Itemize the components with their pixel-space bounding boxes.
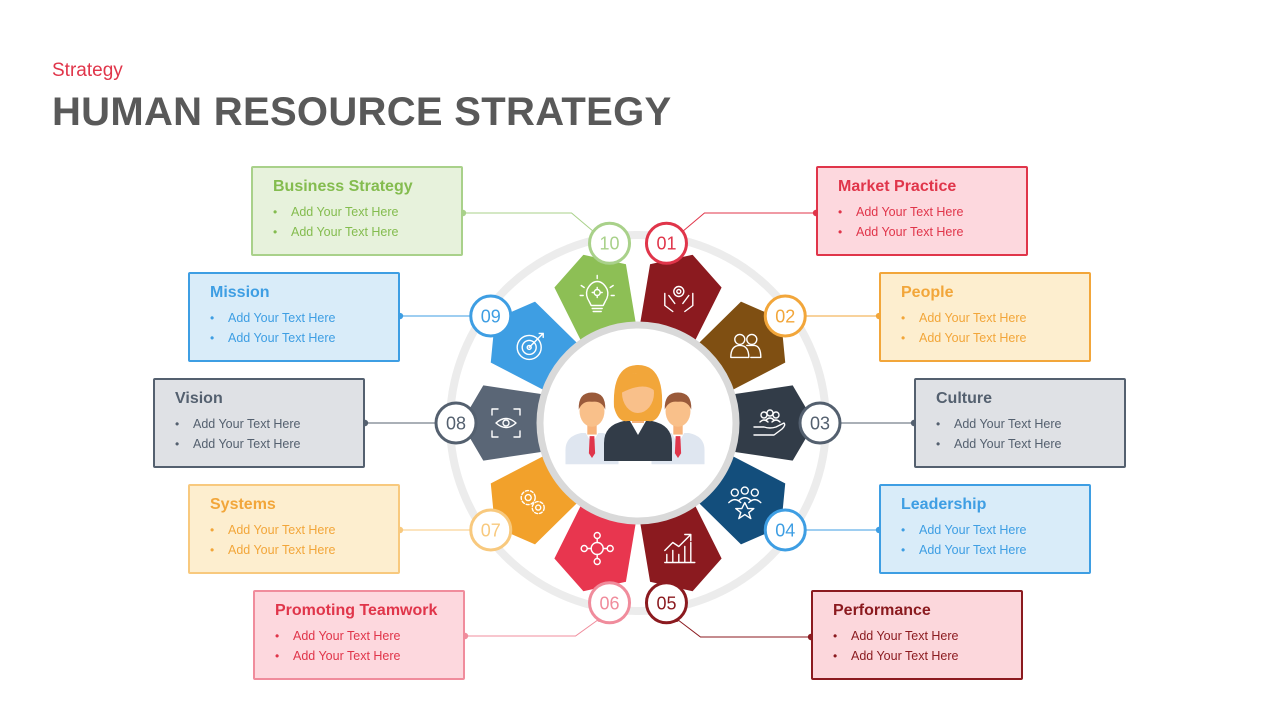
badge-number: 08: [446, 414, 466, 434]
bullet-item: Add Your Text Here: [210, 308, 398, 328]
bullet-item: Add Your Text Here: [273, 222, 461, 242]
badge-number: 01: [656, 234, 676, 254]
connector-06: [465, 618, 600, 637]
card-title: Mission: [210, 284, 270, 301]
card-bullets: Add Your Text HereAdd Your Text Here: [275, 626, 463, 666]
lightbulb-icon: [579, 274, 615, 313]
badge-08: [434, 401, 478, 445]
slide-subtitle: Strategy: [52, 60, 123, 81]
bullet-item: Add Your Text Here: [901, 520, 1089, 540]
people-icon: [730, 333, 762, 359]
card-bullets: Add Your Text HereAdd Your Text Here: [210, 308, 398, 348]
connector-10: [463, 212, 596, 234]
badge-number: 02: [775, 307, 795, 327]
bullet-item: Add Your Text Here: [936, 414, 1124, 434]
badge-09: [469, 294, 513, 338]
card-title: Promoting Teamwork: [275, 602, 438, 619]
card-bullets: Add Your Text HereAdd Your Text Here: [901, 520, 1089, 560]
card-04: LeadershipAdd Your Text HereAdd Your Tex…: [879, 484, 1091, 574]
bullet-item: Add Your Text Here: [273, 202, 461, 222]
bullet-item: Add Your Text Here: [901, 540, 1089, 560]
card-title: People: [901, 284, 954, 301]
eye-focus-icon: [491, 408, 521, 438]
bullet-item: Add Your Text Here: [175, 434, 363, 454]
card-bullets: Add Your Text HereAdd Your Text Here: [210, 520, 398, 560]
bullet-item: Add Your Text Here: [275, 646, 463, 666]
badge-07: [469, 508, 513, 552]
card-title: Culture: [936, 390, 992, 407]
slide-title: HUMAN RESOURCE STRATEGY: [52, 90, 672, 134]
card-bullets: Add Your Text HereAdd Your Text Here: [901, 308, 1089, 348]
bullet-item: Add Your Text Here: [210, 520, 398, 540]
badge-04: [763, 508, 807, 552]
badge-05: [644, 581, 688, 625]
badge-10: [588, 221, 632, 265]
badge-number: 03: [810, 414, 830, 434]
bullet-item: Add Your Text Here: [936, 434, 1124, 454]
growth-chart-icon: [664, 533, 696, 564]
bullet-item: Add Your Text Here: [210, 540, 398, 560]
team-people-icon: [565, 365, 705, 465]
badge-06: [588, 581, 632, 625]
card-title: Vision: [175, 390, 223, 407]
card-02: PeopleAdd Your Text HereAdd Your Text He…: [879, 272, 1091, 362]
hands-gear-icon: [664, 285, 694, 313]
badge-03: [798, 401, 842, 445]
card-bullets: Add Your Text HereAdd Your Text Here: [936, 414, 1124, 454]
card-title: Systems: [210, 496, 276, 513]
badge-number: 04: [775, 520, 795, 540]
badge-01: [644, 221, 688, 265]
card-title: Leadership: [901, 496, 987, 513]
gears-icon: [520, 489, 545, 515]
card-10: Business StrategyAdd Your Text HereAdd Y…: [251, 166, 463, 256]
badge-number: 07: [481, 520, 501, 540]
card-06: Promoting TeamworkAdd Your Text HereAdd …: [253, 590, 465, 680]
bullet-item: Add Your Text Here: [901, 308, 1089, 328]
hand-group-icon: [753, 409, 786, 436]
card-title: Business Strategy: [273, 178, 413, 195]
connector-01: [680, 212, 816, 234]
card-title: Performance: [833, 602, 931, 619]
badge-number: 09: [481, 307, 501, 327]
bullet-item: Add Your Text Here: [833, 626, 1021, 646]
badge-number: 06: [600, 593, 620, 613]
connector-05: [676, 618, 811, 638]
network-icon: [580, 531, 614, 566]
card-05: PerformanceAdd Your Text HereAdd Your Te…: [811, 590, 1023, 680]
badge-02: [763, 294, 807, 338]
bullet-item: Add Your Text Here: [901, 328, 1089, 348]
card-03: CultureAdd Your Text HereAdd Your Text H…: [914, 378, 1126, 468]
team-star-icon: [728, 486, 762, 520]
card-bullets: Add Your Text HereAdd Your Text Here: [273, 202, 461, 242]
badge-number: 05: [656, 593, 676, 613]
card-bullets: Add Your Text HereAdd Your Text Here: [833, 626, 1021, 666]
bullet-item: Add Your Text Here: [838, 222, 1026, 242]
card-title: Market Practice: [838, 178, 957, 195]
card-07: SystemsAdd Your Text HereAdd Your Text H…: [188, 484, 400, 574]
bullet-item: Add Your Text Here: [175, 414, 363, 434]
bullet-item: Add Your Text Here: [210, 328, 398, 348]
card-bullets: Add Your Text HereAdd Your Text Here: [175, 414, 363, 454]
card-08: VisionAdd Your Text HereAdd Your Text He…: [153, 378, 365, 468]
card-bullets: Add Your Text HereAdd Your Text Here: [838, 202, 1026, 242]
card-09: MissionAdd Your Text HereAdd Your Text H…: [188, 272, 400, 362]
badge-number: 10: [600, 234, 620, 254]
bullet-item: Add Your Text Here: [838, 202, 1026, 222]
target-icon: [516, 332, 544, 361]
card-01: Market PracticeAdd Your Text HereAdd You…: [816, 166, 1028, 256]
bullet-item: Add Your Text Here: [833, 646, 1021, 666]
bullet-item: Add Your Text Here: [275, 626, 463, 646]
